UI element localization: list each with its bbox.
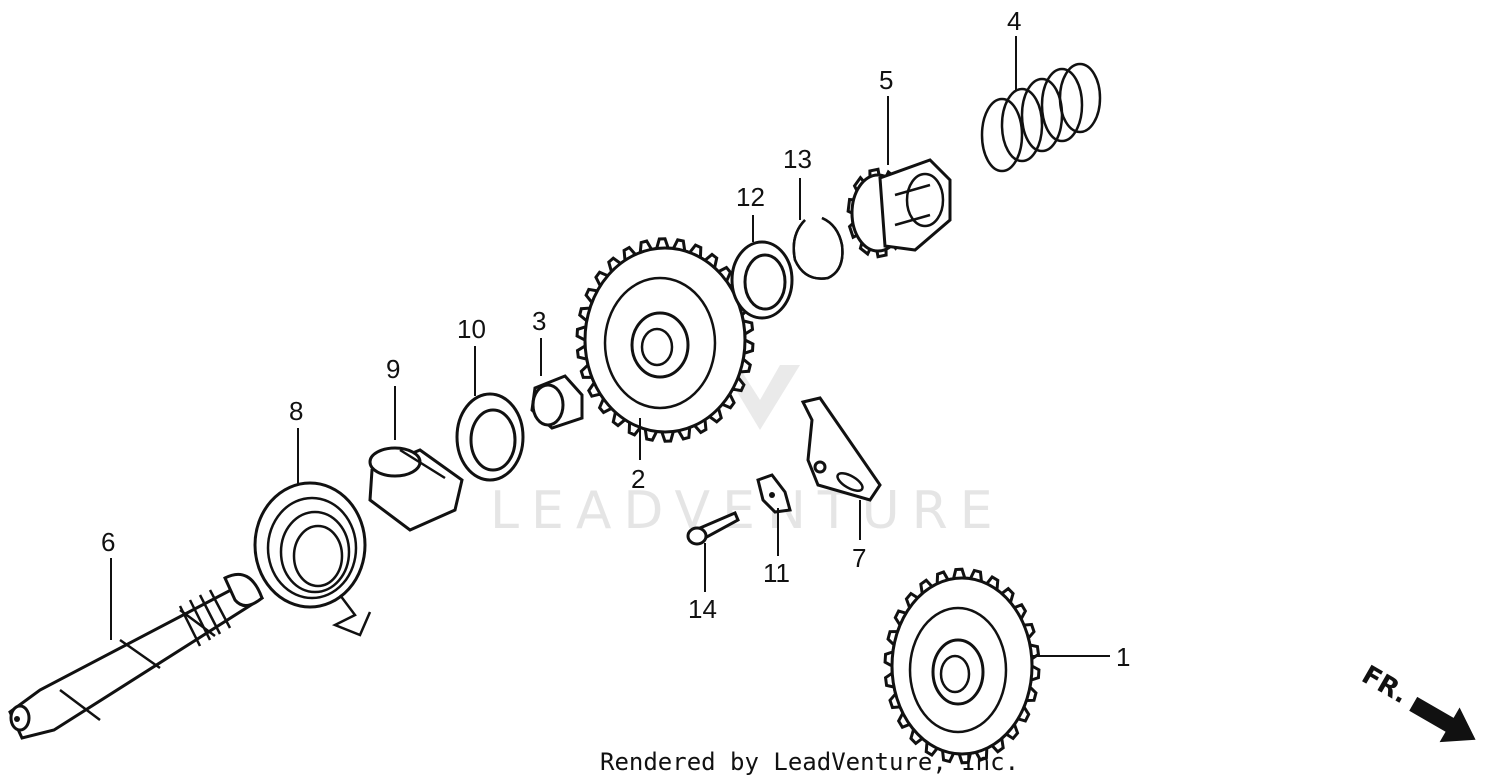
credit-text: Rendered by LeadVenture, Inc.: [600, 748, 1019, 776]
part-4-spring: [980, 62, 1102, 173]
part-14-bolt: [686, 511, 740, 546]
part-1-gear: [883, 567, 1041, 765]
front-label: FR.: [1357, 660, 1414, 710]
part-2-gear: [575, 237, 755, 443]
callout-11: 11: [763, 558, 790, 588]
callout-4: 4: [1007, 6, 1021, 36]
callout-6: 6: [101, 527, 115, 557]
part-3-bushing: [530, 374, 584, 430]
watermark-text: LEADVENTURE: [490, 481, 1005, 541]
part-6-shaft: [8, 572, 265, 740]
callout-labels: 1 2 3 4 5 6 7 8 9 10 11 12 13 14: [101, 6, 1130, 672]
part-5-ratchet: [846, 158, 952, 259]
part-12-washer: [730, 240, 794, 320]
callout-9: 9: [386, 354, 400, 384]
leader-lines: [110, 36, 1110, 657]
callout-5: 5: [879, 65, 893, 95]
callout-3: 3: [532, 306, 546, 336]
front-arrow-icon: [1409, 696, 1476, 743]
part-11-plate: [756, 473, 792, 514]
callout-2: 2: [631, 464, 645, 494]
callout-12: 12: [736, 182, 765, 212]
callout-13: 13: [783, 144, 812, 174]
callout-10: 10: [457, 314, 486, 344]
part-10-washer: [455, 392, 525, 482]
callout-1: 1: [1116, 642, 1130, 672]
part-7-plate: [800, 396, 882, 502]
part-13-circlip: [792, 216, 844, 280]
callout-7: 7: [852, 543, 866, 573]
front-direction-indicator: FR.: [1357, 660, 1476, 743]
callout-8: 8: [289, 396, 303, 426]
part-8-spring: [253, 481, 372, 637]
callout-14: 14: [688, 594, 717, 624]
part-9-collar: [368, 446, 464, 532]
